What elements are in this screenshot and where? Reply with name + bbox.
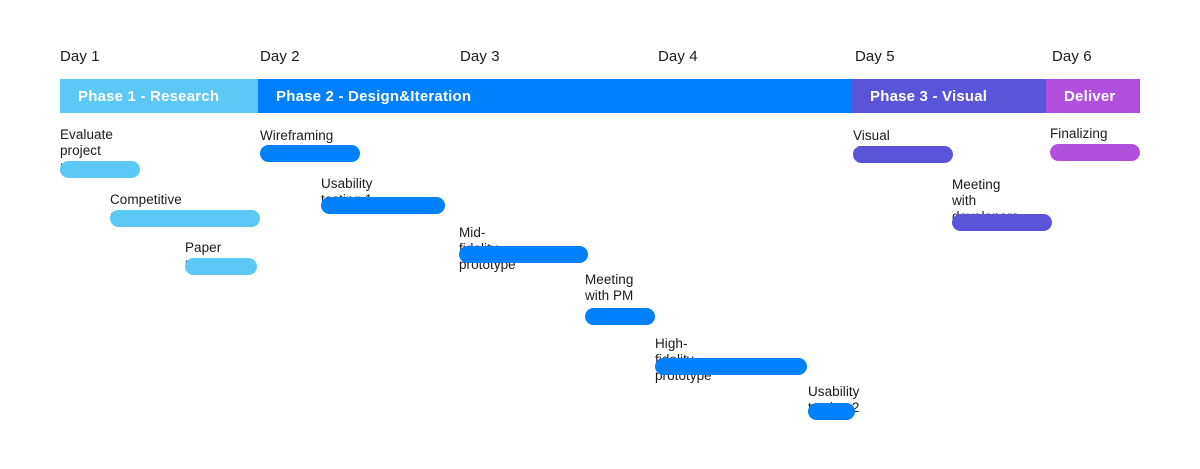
phase-segment[interactable]: Phase 1 - Research bbox=[60, 79, 258, 113]
task-bar[interactable] bbox=[110, 210, 260, 227]
task-label: Meeting with PM bbox=[585, 272, 634, 303]
task-bar[interactable] bbox=[185, 258, 257, 275]
phase-segment-label: Phase 3 - Visual bbox=[870, 87, 988, 105]
phase-segment-label: Phase 1 - Research bbox=[78, 87, 220, 105]
day-tick-label: Day 2 bbox=[260, 48, 300, 65]
phase-segment[interactable]: Deliver bbox=[1046, 79, 1140, 113]
phase-segment[interactable]: Phase 2 - Design&Iteration bbox=[258, 79, 852, 113]
task-label: Finalizing bbox=[1050, 126, 1108, 141]
task-bar[interactable] bbox=[260, 145, 360, 162]
task-label: Wireframing bbox=[260, 128, 334, 143]
task-bar[interactable] bbox=[321, 197, 445, 214]
day-tick-label: Day 1 bbox=[60, 48, 100, 65]
task-bar[interactable] bbox=[60, 161, 140, 178]
task-bar[interactable] bbox=[952, 214, 1052, 231]
day-tick-label: Day 6 bbox=[1052, 48, 1092, 65]
task-bar[interactable] bbox=[853, 146, 953, 163]
task-bar[interactable] bbox=[585, 308, 655, 325]
phase-segment-label: Deliver bbox=[1064, 87, 1116, 105]
day-tick-label: Day 4 bbox=[658, 48, 698, 65]
phase-segment-label: Phase 2 - Design&Iteration bbox=[276, 87, 472, 105]
task-bar[interactable] bbox=[1050, 144, 1140, 161]
task-bar[interactable] bbox=[808, 403, 855, 420]
task-bar[interactable] bbox=[655, 358, 807, 375]
day-tick-label: Day 5 bbox=[855, 48, 895, 65]
phase-track: Phase 1 - Research Phase 2 - Design&Itera… bbox=[60, 79, 1140, 113]
phase-segment[interactable]: Phase 3 - Visual bbox=[852, 79, 1046, 113]
task-bar[interactable] bbox=[459, 246, 588, 263]
day-tick-label: Day 3 bbox=[460, 48, 500, 65]
